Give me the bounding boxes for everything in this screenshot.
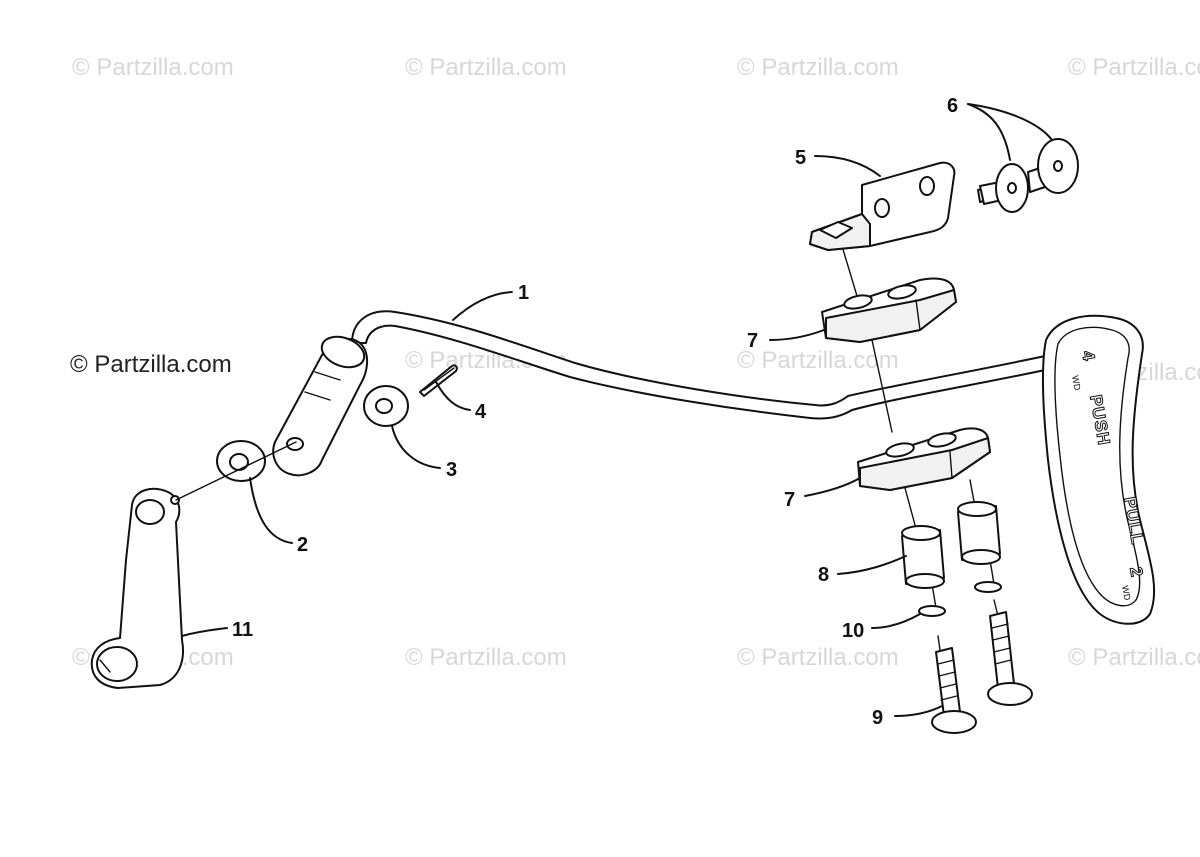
part-9-bolts xyxy=(931,611,1033,734)
part-11-linkage-arm xyxy=(90,487,184,689)
callout-6: 6 xyxy=(947,95,958,117)
callout-9: 9 xyxy=(872,707,883,729)
leader-10 xyxy=(871,613,921,629)
knob-lower-number: 2 xyxy=(1126,565,1147,579)
watermark: © Partzilla.com xyxy=(1068,644,1200,671)
part-6-screw-washers xyxy=(977,138,1079,213)
knob-upper-unit: WD xyxy=(1070,375,1083,392)
leader-11 xyxy=(181,627,228,637)
callout-leaders xyxy=(181,103,1053,717)
part-7-lower-block xyxy=(857,427,991,491)
callout-4: 4 xyxy=(475,401,487,423)
callout-7-lower: 7 xyxy=(784,489,795,511)
callout-7-upper: 7 xyxy=(747,330,758,352)
callout-3: 3 xyxy=(446,459,457,481)
leader-9 xyxy=(894,705,943,717)
callout-8: 8 xyxy=(818,564,829,586)
callout-2: 2 xyxy=(297,534,308,556)
part-shift-knob: 4 WD PUSH PULL 2 WD xyxy=(1041,314,1156,625)
part-2-washer xyxy=(216,440,266,482)
part-5-bracket xyxy=(809,161,956,251)
callout-labels: 1 2 3 4 5 6 7 7 8 9 10 11 xyxy=(232,95,958,729)
leader-5 xyxy=(814,155,881,177)
watermark: © Partzilla.com xyxy=(737,54,899,81)
watermark: © Partzilla.com xyxy=(1068,54,1200,81)
knob-upper-number: 4 xyxy=(1078,349,1099,363)
leader-6b xyxy=(967,103,1053,141)
watermark-main: © Partzilla.com xyxy=(70,351,232,378)
watermark: © Partzilla.com xyxy=(737,644,899,671)
leader-3 xyxy=(391,425,441,469)
callout-10: 10 xyxy=(842,620,864,642)
leader-7a xyxy=(769,329,825,341)
callout-11: 11 xyxy=(232,619,253,641)
watermark: © Partzilla.com xyxy=(405,644,567,671)
part-10-lock-washers xyxy=(918,581,1002,617)
leader-7b xyxy=(804,477,861,497)
part-rod-clevis xyxy=(272,335,368,477)
part-8-spacers xyxy=(901,501,1001,589)
leader-6a xyxy=(967,103,1011,161)
leader-2 xyxy=(249,477,293,544)
leader-8 xyxy=(837,555,907,575)
leader-1 xyxy=(452,291,513,321)
part-4-cotter-pin xyxy=(419,364,458,397)
watermark: © Partzilla.com xyxy=(72,54,234,81)
watermark: © Partzilla.com xyxy=(737,347,899,374)
watermark: © Partzilla.com xyxy=(405,54,567,81)
leader-4 xyxy=(435,381,471,411)
knob-lower-unit: WD xyxy=(1120,585,1133,602)
part-7-upper-block xyxy=(821,277,957,343)
callout-1: 1 xyxy=(518,282,529,304)
part-3-washer xyxy=(363,385,409,427)
callout-5: 5 xyxy=(795,147,806,169)
